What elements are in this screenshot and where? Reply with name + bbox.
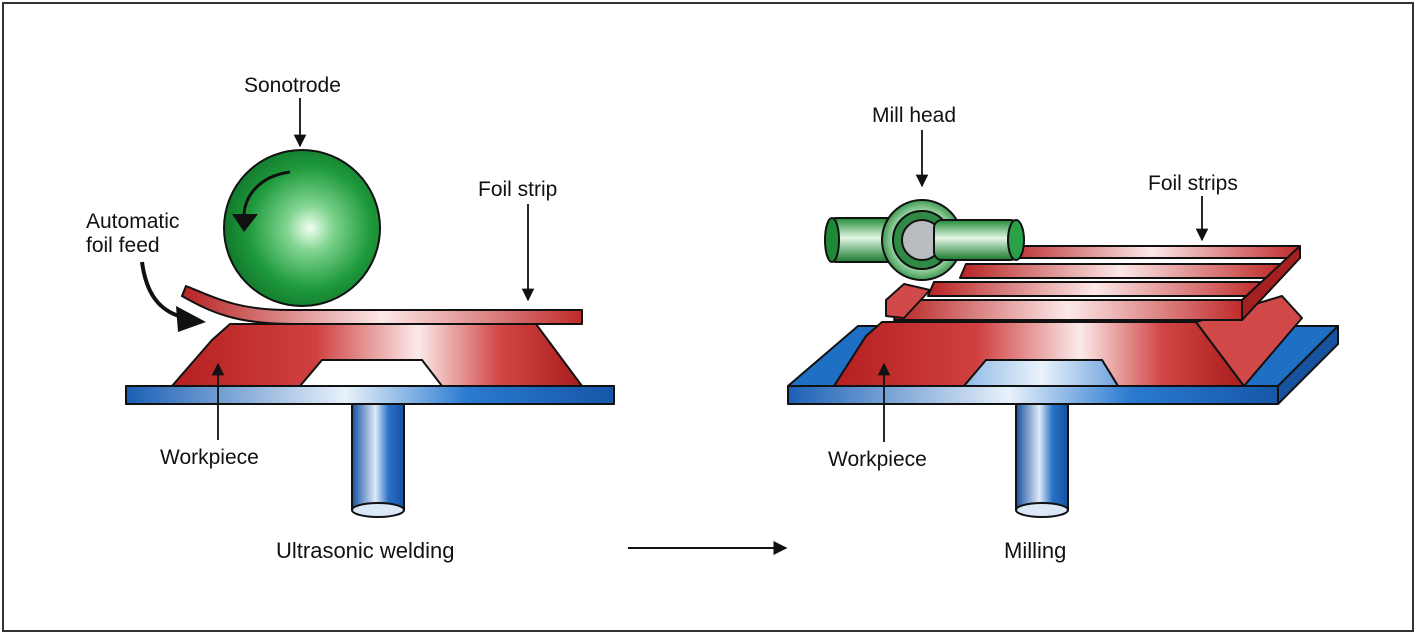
caption-ultrasonic-welding: Ultrasonic welding xyxy=(276,538,455,563)
label-sonotrode: Sonotrode xyxy=(244,74,341,97)
label-automatic: Automatic xyxy=(86,210,179,233)
foil-strip xyxy=(181,285,583,325)
label-foil-strip: Foil strip xyxy=(478,178,557,201)
foil-strips-stack xyxy=(893,245,1301,321)
foil-strip-1 xyxy=(1001,245,1301,259)
label-foil-strips: Foil strips xyxy=(1148,172,1238,195)
mill-head xyxy=(824,199,1025,319)
ultrasonic-welding-setup: Sonotrode Automatic foil feed Foil strip… xyxy=(86,74,615,563)
foil-feed-arrowhead-icon xyxy=(176,306,206,332)
label-workpiece-left: Workpiece xyxy=(160,446,259,469)
label-workpiece-right: Workpiece xyxy=(828,448,927,471)
label-mill-head: Mill head xyxy=(872,104,956,127)
workpiece-left xyxy=(171,323,583,387)
milling-chip xyxy=(885,283,931,319)
foil-strips-side xyxy=(1241,245,1301,321)
foil-strip-3 xyxy=(927,281,1263,297)
foil-strip-2 xyxy=(959,263,1281,279)
rotation-arrowhead-icon xyxy=(232,214,258,232)
base-table-right-front xyxy=(787,385,1279,405)
base-table-right-side xyxy=(1277,325,1339,405)
support-post-left xyxy=(351,403,405,518)
workpiece-right-opening xyxy=(963,359,1119,387)
label-foil-feed: foil feed xyxy=(86,234,160,257)
caption-milling: Milling xyxy=(1004,538,1066,563)
milling-setup: Mill head Foil strips Workpiece Milling xyxy=(787,104,1339,563)
base-table-left xyxy=(125,385,615,405)
support-post-right xyxy=(1015,403,1069,518)
foil-strip-4 xyxy=(893,299,1243,321)
sonotrode xyxy=(223,149,381,307)
